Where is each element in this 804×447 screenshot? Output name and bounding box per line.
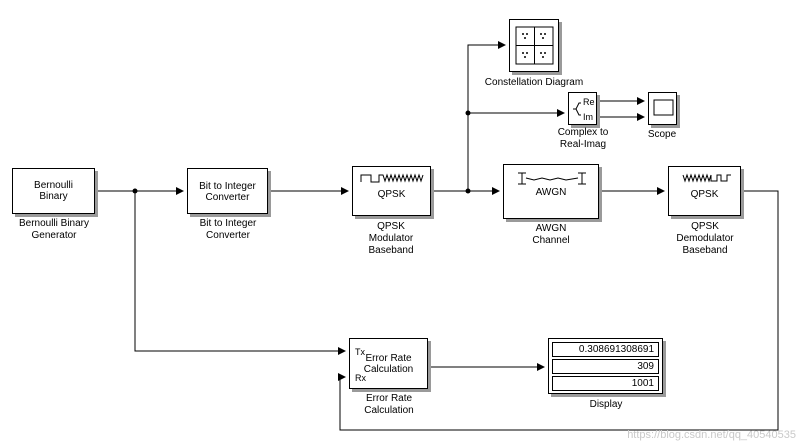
port-label-tx: Tx xyxy=(355,347,365,357)
scope-caption: Scope xyxy=(647,129,677,140)
awgn-caption: AWGN Channel xyxy=(532,223,570,246)
scope-block[interactable] xyxy=(648,92,677,125)
port-label-re: Re xyxy=(583,97,595,107)
bit-to-integer-caption: Bit to Integer Converter xyxy=(199,218,257,241)
signal-line-constellation xyxy=(467,41,506,191)
constellation-diagram-block[interactable] xyxy=(509,19,559,72)
modulated-waveform-icon xyxy=(360,173,424,183)
qpsk-demodulator-caption: QPSK Demodulator Baseband xyxy=(676,221,734,256)
port-label-im: Im xyxy=(583,112,593,122)
complex-caption: Complex to Real-Imag xyxy=(557,127,609,150)
awgn-channel-block[interactable]: AWGN xyxy=(503,164,599,219)
display-value-errors: 309 xyxy=(552,359,659,374)
split-icon xyxy=(573,102,581,116)
branch-point xyxy=(465,110,471,116)
branch-point xyxy=(465,188,471,194)
constellation-caption: Constellation Diagram xyxy=(484,77,584,88)
block-label: AWGN xyxy=(535,187,567,198)
block-label: QPSK xyxy=(690,189,719,200)
bernoulli-binary-generator-block[interactable]: Bernoulli Binary xyxy=(12,168,95,214)
port-label-rx: Rx xyxy=(355,373,366,383)
block-label: QPSK xyxy=(377,189,406,200)
error-rate-calculation-block[interactable]: Tx Rx Error Rate Calculation xyxy=(349,338,428,389)
display-block[interactable]: 0.308691308691 309 1001 xyxy=(548,338,663,394)
display-value-bits: 1001 xyxy=(552,376,659,391)
block-label: Error Rate Calculation xyxy=(363,353,414,375)
channel-icon xyxy=(518,172,586,185)
error-rate-caption: Error Rate Calculation xyxy=(364,393,414,416)
block-label: Bernoulli Binary xyxy=(34,180,73,202)
scope-icon xyxy=(653,99,674,116)
complex-to-real-imag-block[interactable]: Re Im xyxy=(568,92,597,125)
qpsk-modulator-block[interactable]: QPSK xyxy=(352,166,431,216)
display-value-ber: 0.308691308691 xyxy=(552,342,659,357)
bernoulli-caption: Bernoulli Binary Generator xyxy=(18,218,90,241)
branch-point xyxy=(132,188,138,194)
signal-line-rx xyxy=(338,190,779,431)
demodulated-waveform-icon xyxy=(682,173,731,183)
watermark: https://blog.csdn.net/qq_40540535 xyxy=(627,429,796,441)
display-caption: Display xyxy=(589,399,623,410)
qpsk-modulator-caption: QPSK Modulator Baseband xyxy=(368,221,414,256)
qpsk-demodulator-block[interactable]: QPSK xyxy=(668,166,741,216)
constellation-icon xyxy=(515,26,554,65)
block-label: Bit to Integer Converter xyxy=(199,181,256,203)
bit-to-integer-converter-block[interactable]: Bit to Integer Converter xyxy=(187,168,268,214)
signal-line-tx xyxy=(134,191,346,355)
